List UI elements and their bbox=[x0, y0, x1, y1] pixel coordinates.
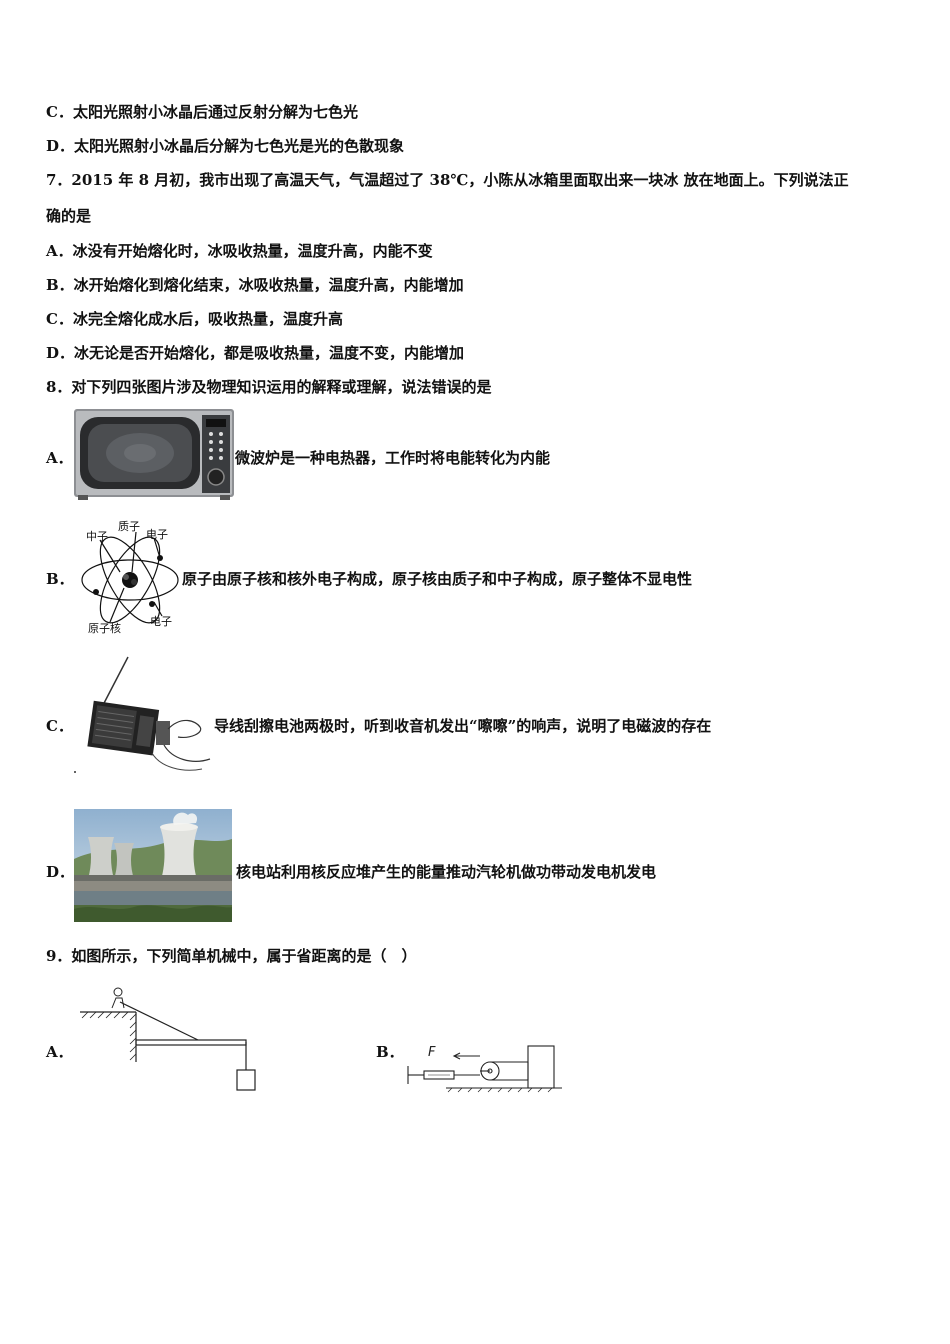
radio-battery-image bbox=[72, 655, 214, 777]
neutron-label: 中子 bbox=[86, 530, 108, 543]
q7-option-a: A．冰没有开始熔化时，冰吸收热量，温度升高，内能不变 bbox=[46, 242, 433, 260]
electron-label-bottom: 电子 bbox=[150, 615, 172, 628]
pulley-spring-scale-diagram: F bbox=[404, 1040, 564, 1094]
q8-c-text: 导线刮擦电池两极时，听到收音机发出“嚓嚓”的响声，说明了电磁波的存在 bbox=[214, 717, 712, 735]
q7-stem-line2: 确的是 bbox=[46, 207, 92, 225]
q9-b-label: B． bbox=[376, 1043, 404, 1061]
q7-stem-line1: 7．2015 年 8 月初，我市出现了高温天气，气温超过了 38℃，小陈从冰箱里… bbox=[46, 171, 849, 189]
q8-b-label: B． bbox=[46, 570, 74, 588]
q7-option-c: C．冰完全熔化成水后，吸收热量，温度升高 bbox=[46, 310, 343, 328]
q8-stem: 8．对下列四张图片涉及物理知识运用的解释或理解，说法错误的是 bbox=[46, 378, 492, 396]
atom-model-diagram: 中子 质子 电子 原子核 电子 bbox=[74, 518, 182, 636]
q8-a-text: 微波炉是一种电热器，工作时将电能转化为内能 bbox=[235, 449, 551, 467]
q8-d-label: D． bbox=[46, 863, 75, 881]
q6-option-c: C．太阳光照射小冰晶后通过反射分解为七色光 bbox=[46, 103, 358, 121]
q6-option-d: D．太阳光照射小冰晶后分解为七色光是光的色散现象 bbox=[46, 137, 405, 155]
q8-b-text: 原子由原子核和核外电子构成，原子核由质子和中子构成，原子整体不显电性 bbox=[182, 570, 693, 588]
microwave-oven-image bbox=[74, 409, 234, 500]
proton-label: 质子 bbox=[118, 520, 140, 533]
q8-d-text: 核电站利用核反应堆产生的能量推动汽轮机做功带动发电机发电 bbox=[236, 863, 657, 881]
q9-stem: 9．如图所示，下列简单机械中，属于省距离的是（ ） bbox=[46, 947, 417, 965]
q9-a-label: A． bbox=[46, 1043, 73, 1061]
force-f-label: F bbox=[428, 1045, 436, 1060]
lever-crane-diagram bbox=[78, 980, 264, 1094]
q8-c-label: C． bbox=[46, 717, 73, 735]
nuclear-power-plant-image bbox=[74, 809, 232, 922]
q8-a-label: A． bbox=[46, 449, 73, 467]
nucleus-label: 原子核 bbox=[88, 621, 121, 635]
q7-option-d: D．冰无论是否开始熔化，都是吸收热量，温度不变，内能增加 bbox=[46, 344, 465, 362]
q7-option-b: B．冰开始熔化到熔化结束，冰吸收热量，温度升高，内能增加 bbox=[46, 276, 464, 294]
electron-label-top: 电子 bbox=[146, 528, 168, 541]
